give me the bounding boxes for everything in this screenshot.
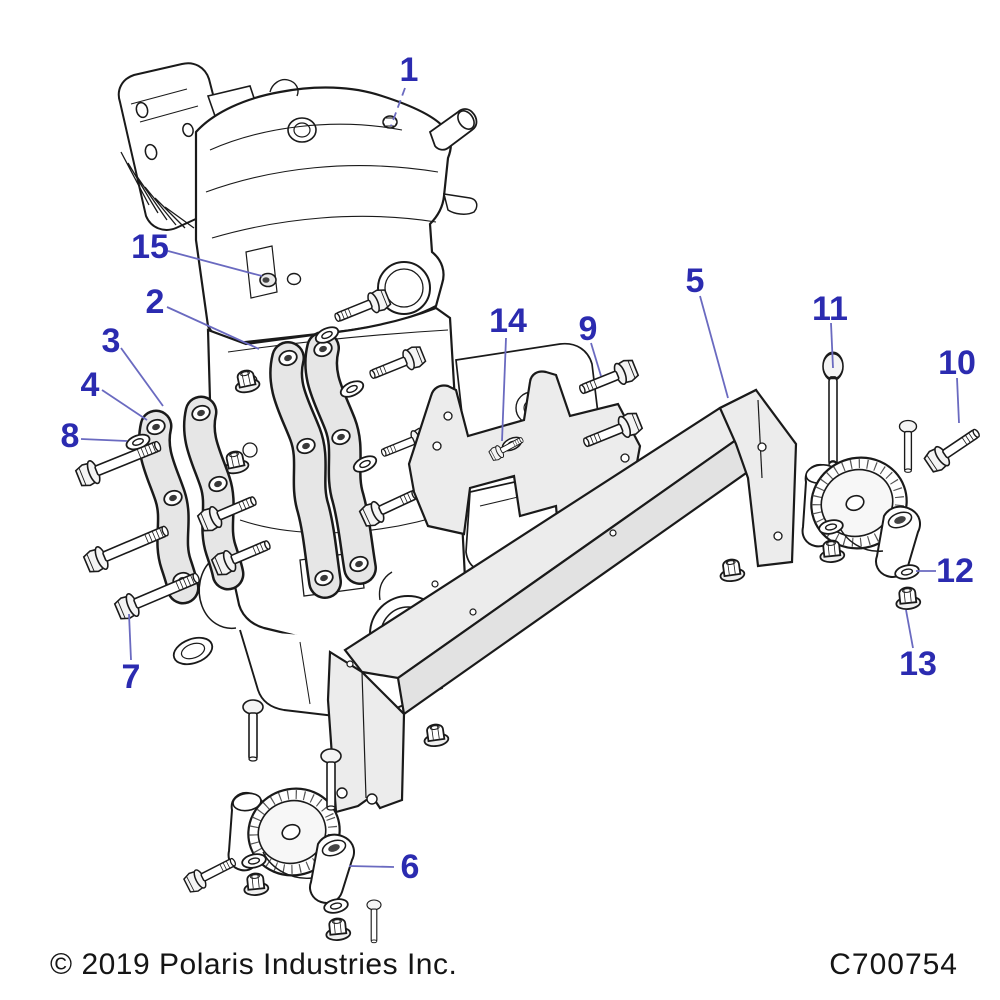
- callout-number-8: 8: [61, 417, 80, 455]
- callout-leader-9: [590, 342, 602, 377]
- callout-number-12: 12: [936, 552, 974, 590]
- callout-number-5: 5: [686, 262, 705, 300]
- callout-number-13: 13: [899, 645, 937, 683]
- bolt-item11: [821, 351, 845, 471]
- callout-leader-1: [390, 87, 406, 127]
- callout-number-9: 9: [579, 310, 598, 348]
- callout-number-3: 3: [102, 322, 121, 360]
- callout-leader-13: [905, 609, 914, 649]
- callout-leader-15: [167, 250, 263, 277]
- callout-leader-4: [101, 389, 148, 421]
- engine-mount-right: [801, 456, 922, 612]
- long-mount-bracket-item5: [326, 388, 798, 814]
- engine-valve-cover: [194, 78, 478, 344]
- callout-leader-2: [166, 306, 260, 350]
- callout-leader-14: [501, 337, 507, 442]
- footer: © 2019 Polaris Industries Inc. C700754: [0, 948, 1000, 992]
- callout-leader-10: [956, 377, 960, 424]
- callout-number-14: 14: [489, 302, 527, 340]
- part-number: C700754: [829, 948, 958, 981]
- callout-leader-6: [348, 865, 395, 868]
- callout-leader-7: [128, 613, 132, 661]
- mount-plate-pair-right-item2: [269, 331, 377, 599]
- copyright-text: © 2019 Polaris Industries Inc.: [50, 948, 458, 981]
- bolt-item10: [921, 422, 985, 476]
- callout-leader-11: [830, 322, 834, 369]
- callout-number-4: 4: [81, 366, 100, 404]
- bolt-vertical-right: [898, 419, 918, 474]
- callout-number-11: 11: [812, 290, 848, 328]
- callout-number-1: 1: [400, 51, 419, 89]
- callout-number-2: 2: [146, 283, 165, 321]
- callout-number-15: 15: [131, 228, 169, 266]
- callout-leader-8: [80, 438, 128, 442]
- callout-leader-5: [699, 295, 729, 399]
- callout-number-10: 10: [938, 344, 976, 382]
- callout-number-6: 6: [401, 848, 420, 886]
- callout-number-7: 7: [122, 658, 141, 696]
- nut-item13: [893, 585, 922, 612]
- callout-leader-3: [120, 347, 164, 407]
- engine-mount-bottom-item6: [181, 787, 355, 943]
